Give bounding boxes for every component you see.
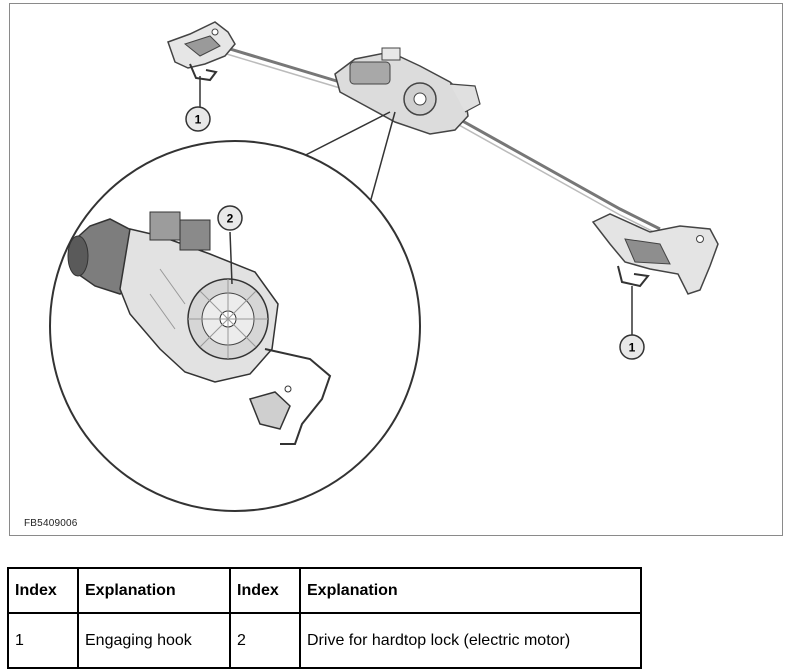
- table-row: 1 Engaging hook 2 Drive for hardtop lock…: [7, 612, 642, 669]
- row-index-2: 2: [229, 612, 301, 669]
- right-engaging-hook: [591, 213, 719, 295]
- legend-table: Index Explanation Index Explanation 1 En…: [7, 567, 642, 669]
- header-index-2: Index: [229, 567, 301, 614]
- row-index-1: 1: [7, 612, 79, 669]
- left-engaging-hook: [167, 21, 236, 82]
- callout-2: 2: [217, 205, 243, 231]
- electric-motor-detail: [67, 211, 332, 445]
- legend-header-row: Index Explanation Index Explanation: [7, 567, 642, 614]
- row-explanation-2: Drive for hardtop lock (electric motor): [299, 612, 642, 669]
- technical-illustration: 1 2 1 FB5409006: [9, 3, 783, 536]
- header-index-1: Index: [7, 567, 79, 614]
- header-explanation-2: Explanation: [299, 567, 642, 614]
- callout-1-left-label: 1: [195, 113, 202, 127]
- lock-mechanism-drawing: 1 2 1: [49, 21, 719, 512]
- center-drive-unit: [334, 47, 481, 135]
- row-explanation-1: Engaging hook: [77, 612, 231, 669]
- callout-1-left: 1: [185, 106, 211, 132]
- callout-1-right-label: 1: [629, 341, 636, 355]
- callout-2-label: 2: [227, 212, 234, 226]
- callout-1-right: 1: [619, 334, 645, 360]
- figure-code: FB5409006: [24, 518, 78, 529]
- header-explanation-1: Explanation: [77, 567, 231, 614]
